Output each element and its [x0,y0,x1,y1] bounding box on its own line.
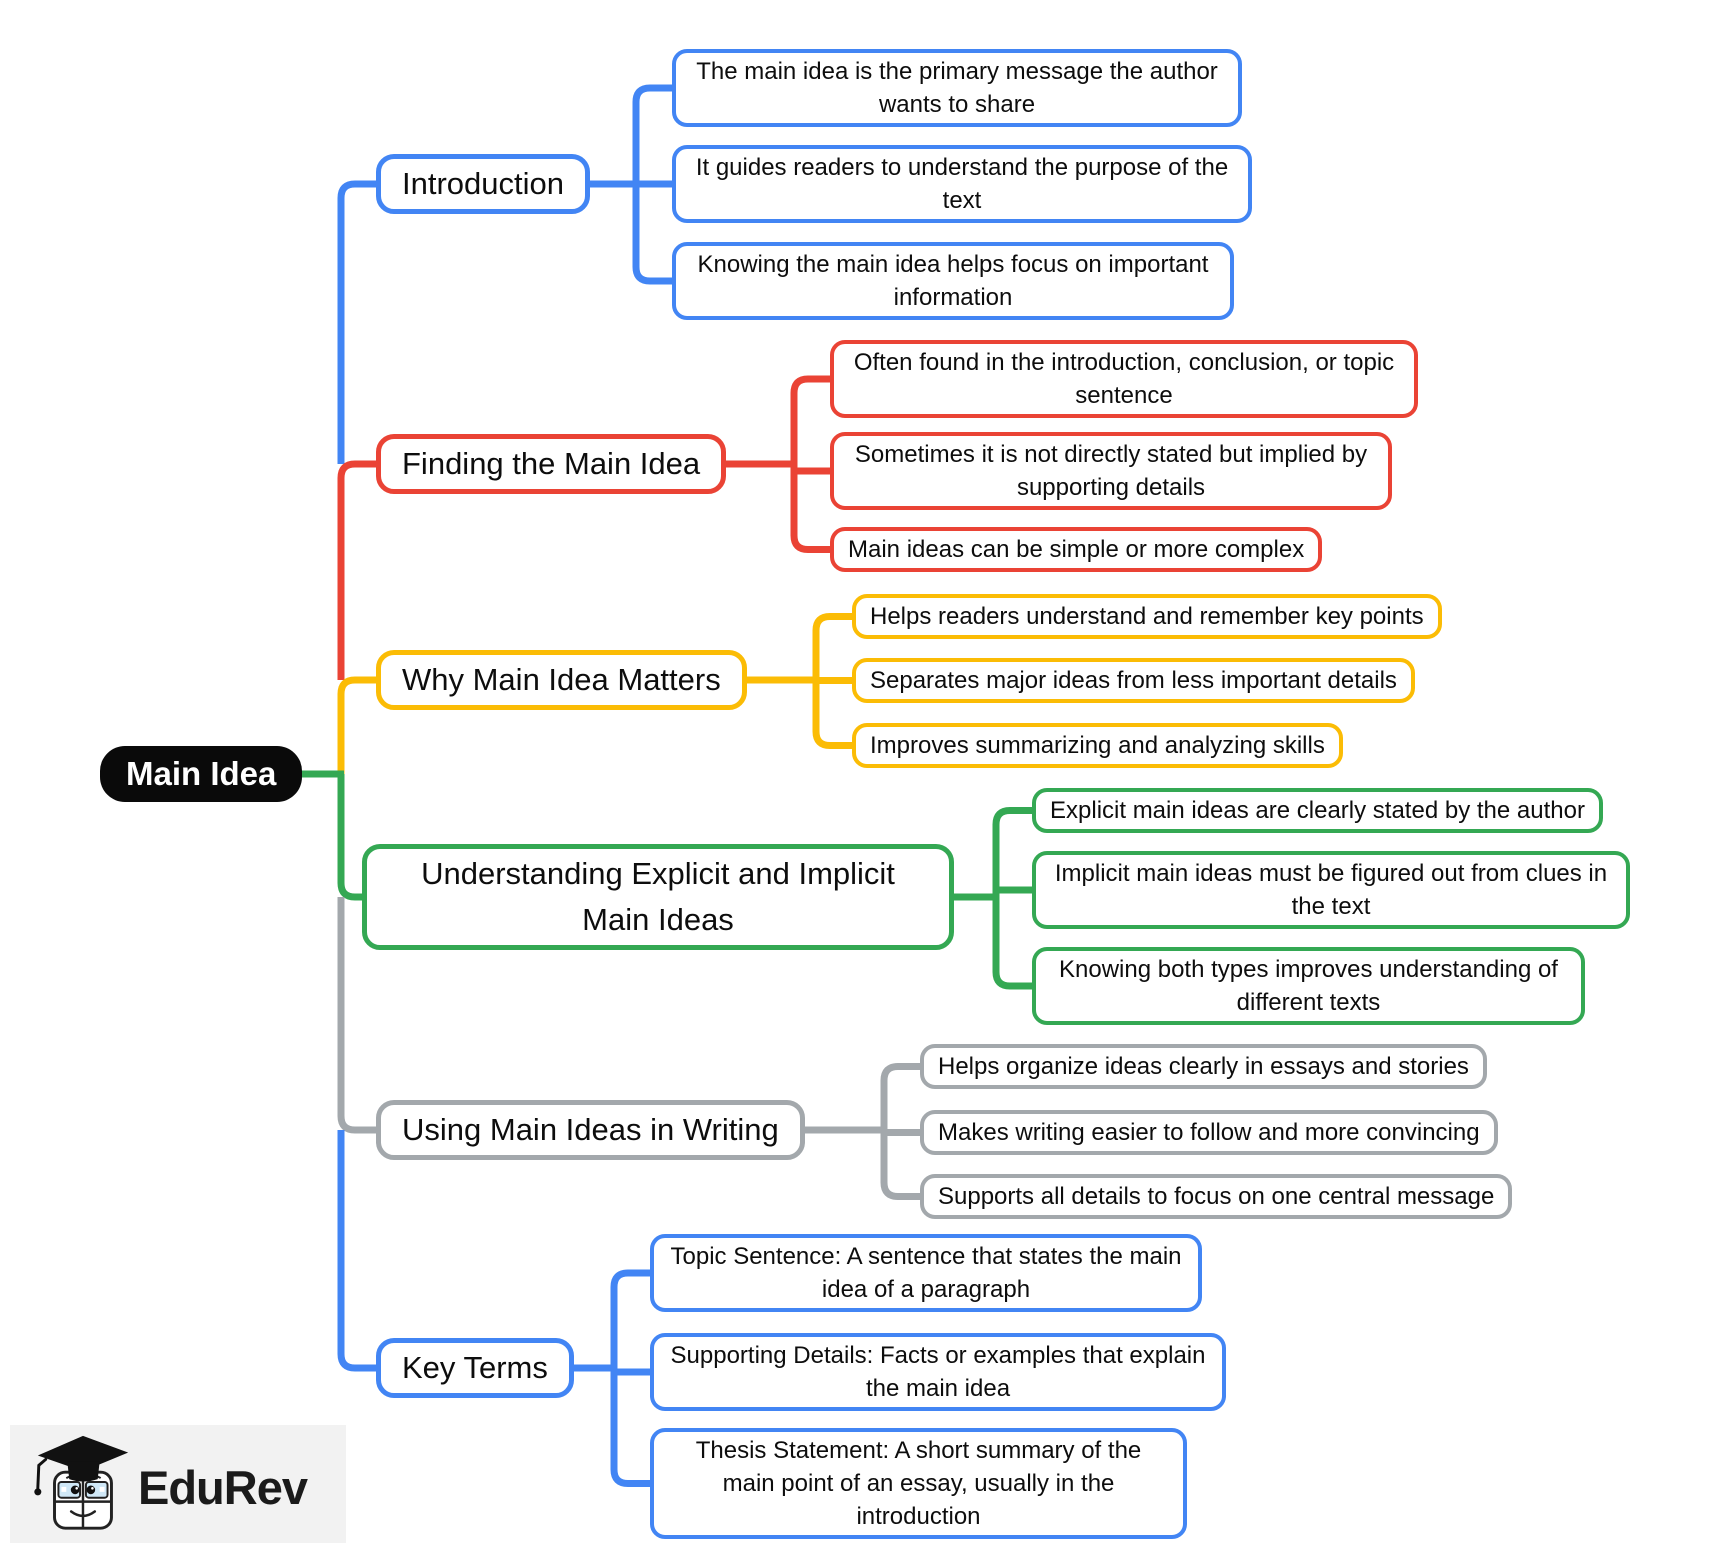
branch-child-node: Often found in the introduction, conclus… [830,340,1418,418]
branch-child-node: Helps readers understand and remember ke… [852,594,1442,639]
branch-child-node: Main ideas can be simple or more complex [830,527,1323,572]
branch-child-node: Sometimes it is not directly stated but … [830,432,1392,510]
branch-child-node: Makes writing easier to follow and more … [920,1110,1498,1155]
branch-node-using-in-writing: Using Main Ideas in Writing [376,1100,805,1160]
branch-child-node: It guides readers to understand the purp… [672,145,1252,223]
branch-child-node: Implicit main ideas must be figured out … [1032,851,1630,929]
branch-child-node: Explicit main ideas are clearly stated b… [1032,788,1603,833]
branch-node-explicit-implicit: Understanding Explicit and Implicit Main… [362,844,954,950]
branch-child-node: Knowing both types improves understandin… [1032,947,1585,1025]
branch-child-node: The main idea is the primary message the… [672,49,1242,127]
branch-child-node: Helps organize ideas clearly in essays a… [920,1044,1487,1089]
branch-node-key-terms: Key Terms [376,1338,574,1398]
edurev-logo-text: EduRev [138,1461,308,1514]
branch-child-node: Knowing the main idea helps focus on imp… [672,242,1234,320]
edurev-mascot-icon [34,1435,129,1530]
branch-child-node: Topic Sentence: A sentence that states t… [650,1234,1202,1312]
branch-child-node: Separates major ideas from less importan… [852,658,1415,703]
branch-node-finding: Finding the Main Idea [376,434,727,494]
branch-child-node: Thesis Statement: A short summary of the… [650,1428,1187,1539]
root-node: Main Idea [100,746,303,802]
branch-child-node: Supporting Details: Facts or examples th… [650,1333,1226,1411]
branch-node-why-matters: Why Main Idea Matters [376,650,747,710]
branch-child-node: Supports all details to focus on one cen… [920,1174,1513,1219]
branch-node-introduction: Introduction [376,154,590,214]
branch-child-node: Improves summarizing and analyzing skill… [852,723,1343,768]
